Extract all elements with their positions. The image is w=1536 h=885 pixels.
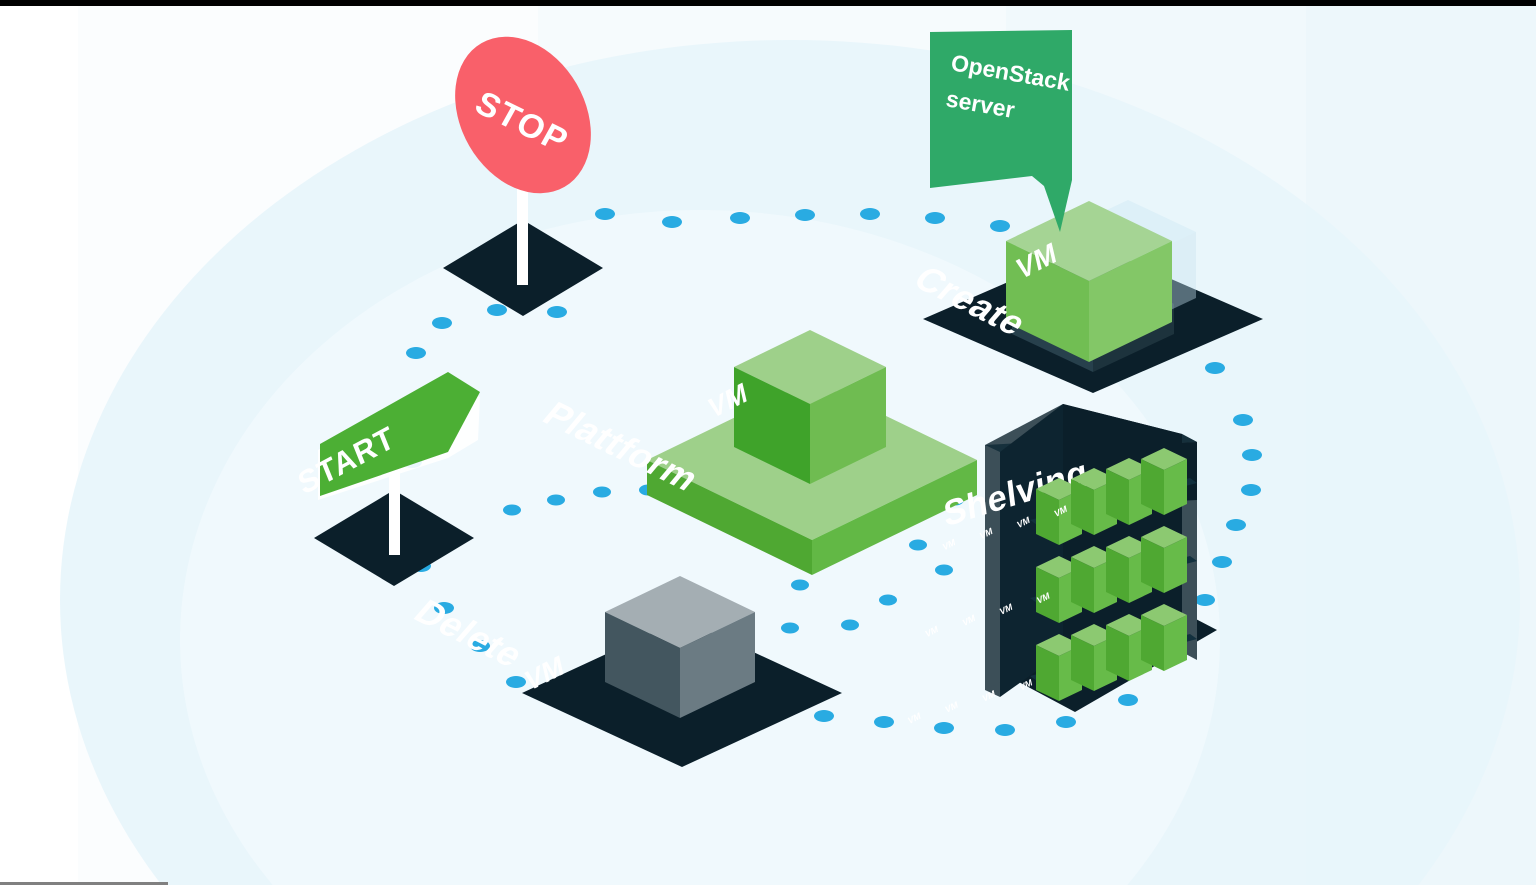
delete-cube-right <box>680 612 755 718</box>
stop-pole <box>517 185 528 285</box>
create-cube-left <box>1006 241 1089 362</box>
delete-cube-left <box>605 612 680 718</box>
openstack-flag[interactable]: OpenStack server <box>930 30 1072 232</box>
start-sign-board <box>320 372 480 496</box>
platform-cube-right <box>810 367 886 484</box>
start-pole <box>389 435 400 555</box>
node-create[interactable]: VM Create <box>906 200 1263 393</box>
shelving-box: VM <box>1054 448 1187 519</box>
bottom-left-rule <box>0 882 168 885</box>
platform-cube-left <box>734 367 810 484</box>
stop-sign-disc <box>455 36 591 194</box>
shelving-row: VM VM VM <box>925 526 1187 640</box>
top-black-bar <box>0 0 1536 6</box>
node-stop[interactable]: STOP <box>428 12 618 316</box>
openstack-flag-body <box>930 30 1072 232</box>
shelving-box: VM <box>962 546 1117 628</box>
platform-left-face <box>647 460 812 575</box>
shelving-front-slab <box>1000 404 1063 697</box>
shelving-box: VM <box>1016 458 1152 530</box>
create-cube-right <box>1089 241 1172 362</box>
platform-right-face <box>812 460 977 575</box>
